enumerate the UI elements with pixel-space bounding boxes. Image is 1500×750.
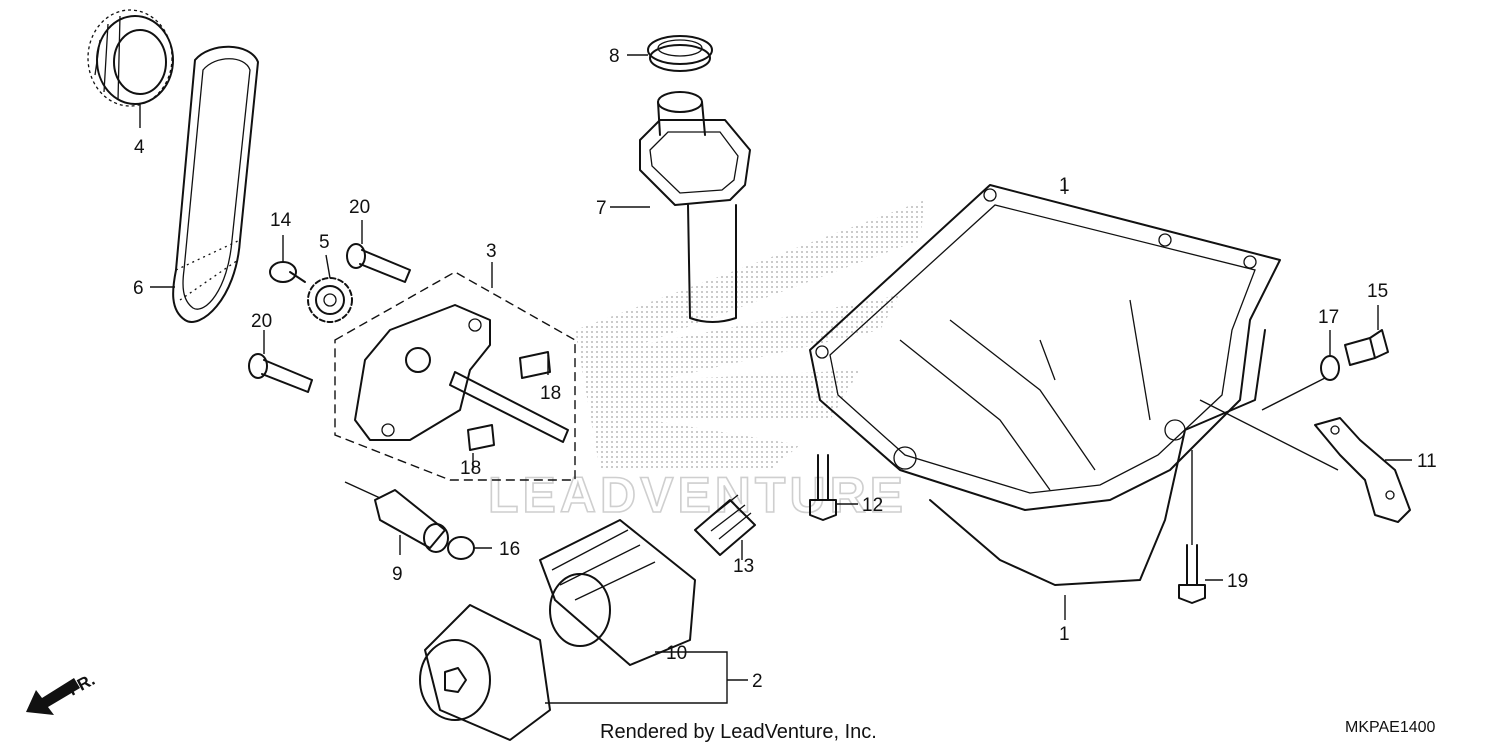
part-6-chain xyxy=(172,45,259,323)
callout-4: 4 xyxy=(134,137,145,158)
front-direction-marker: FR. xyxy=(26,670,98,715)
callout-1-top: 1 xyxy=(1059,175,1070,196)
callout-16: 16 xyxy=(499,539,520,560)
part-3-oil-pump xyxy=(334,271,576,481)
part-13-drain-plug xyxy=(694,494,756,556)
part-19-bolt xyxy=(1178,544,1206,604)
part-7-strainer xyxy=(639,91,751,323)
callout-20-upper: 20 xyxy=(349,197,370,218)
render-credit: Rendered by LeadVenture, Inc. xyxy=(600,721,877,743)
callout-6: 6 xyxy=(133,278,144,299)
part-10-oil-filter xyxy=(539,519,696,666)
part-4-sprocket xyxy=(87,9,174,107)
part-2-oil-filter xyxy=(419,604,551,741)
part-15-bolt xyxy=(1344,329,1389,366)
callout-18-upper: 18 xyxy=(540,383,561,404)
callout-9: 9 xyxy=(392,564,403,585)
callout-20-lower: 20 xyxy=(251,311,272,332)
callout-1: 1 xyxy=(1059,624,1070,645)
callout-19: 19 xyxy=(1227,571,1248,592)
part-12-bolt xyxy=(809,454,837,521)
watermark-text: LEADVENTURE xyxy=(488,467,907,523)
callout-3: 3 xyxy=(486,241,497,262)
fr-label: FR. xyxy=(65,670,98,700)
callout-15: 15 xyxy=(1367,281,1388,302)
diagram-code: MKPAE1400 xyxy=(1345,719,1436,736)
callout-10: 10 xyxy=(666,643,687,664)
part-9-relief-valve xyxy=(374,489,449,553)
callout-11: 11 xyxy=(1417,451,1437,472)
wing-logo-watermark xyxy=(575,200,925,470)
callout-13: 13 xyxy=(733,556,754,577)
callout-5: 5 xyxy=(319,232,330,253)
callout-18-lower: 18 xyxy=(460,458,481,479)
part-5-sprocket xyxy=(307,277,353,323)
part-20-bolt-lower xyxy=(248,353,313,393)
arrow-down-left-icon xyxy=(26,678,80,715)
callout-7: 7 xyxy=(596,198,607,219)
part-11-bracket xyxy=(1314,417,1411,523)
callout-12: 12 xyxy=(862,495,883,516)
callout-8: 8 xyxy=(609,46,620,67)
callout-17: 17 xyxy=(1318,307,1339,328)
part-17-washer xyxy=(1320,355,1340,381)
part-14-bolt xyxy=(269,261,306,283)
part-20-bolt-upper xyxy=(346,243,411,283)
part-1-oil-pan xyxy=(809,184,1281,586)
callout-14: 14 xyxy=(270,210,292,231)
part-16-o-ring xyxy=(447,536,475,560)
part-8-seal xyxy=(647,35,713,72)
callout-2: 2 xyxy=(752,671,763,692)
